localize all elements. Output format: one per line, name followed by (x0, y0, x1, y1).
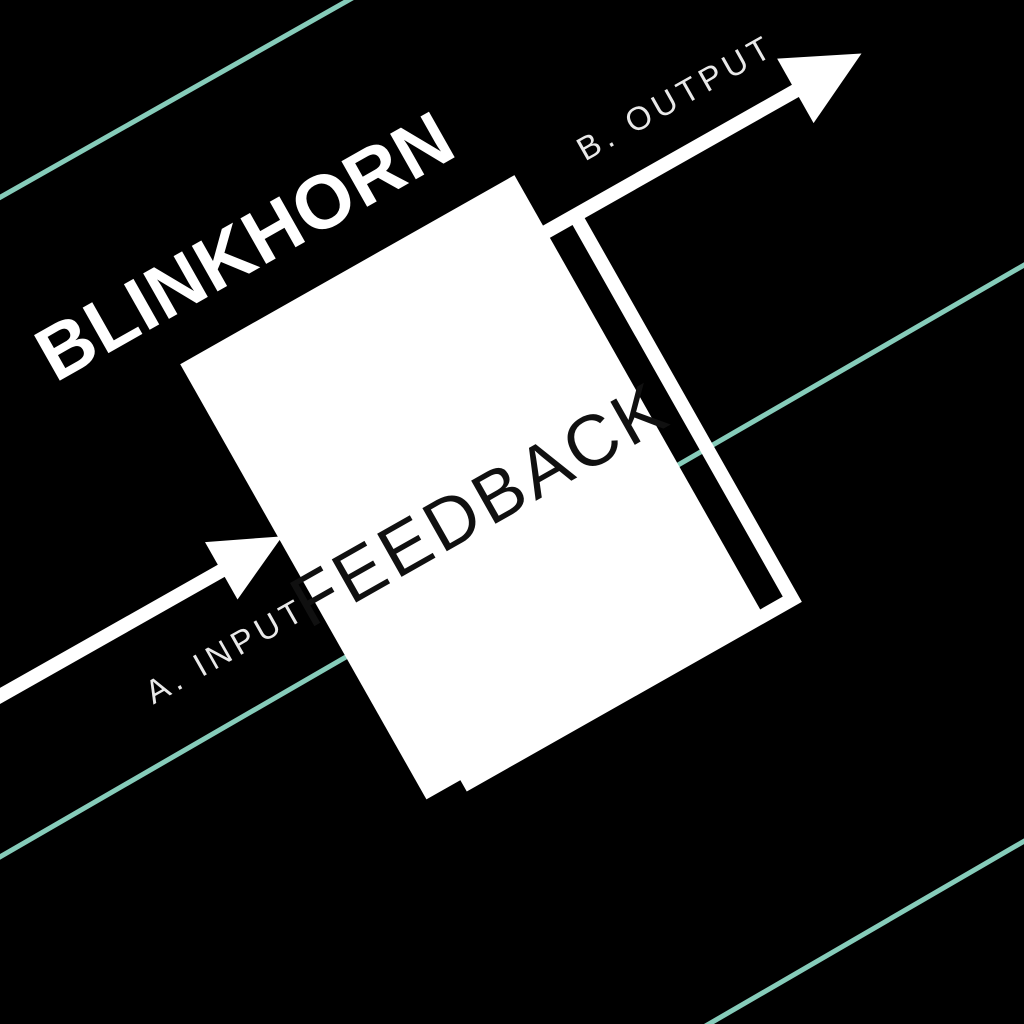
feedback-panel[interactable] (180, 175, 761, 800)
teal-line-bottom-right (703, 838, 1024, 1024)
output-line (473, 77, 811, 278)
input-line (0, 554, 243, 725)
input-edge[interactable] (0, 508, 298, 748)
output-arrowhead (777, 53, 862, 124)
output-edge[interactable] (459, 21, 880, 303)
input-arrowhead (205, 536, 283, 600)
teal-line-top-left (0, 0, 354, 201)
output-label: B. OUTPUT (570, 27, 781, 168)
diagram-group: FEEDBACK BLINKHORN A. INPUT B. OUTPUT (0, 21, 880, 800)
